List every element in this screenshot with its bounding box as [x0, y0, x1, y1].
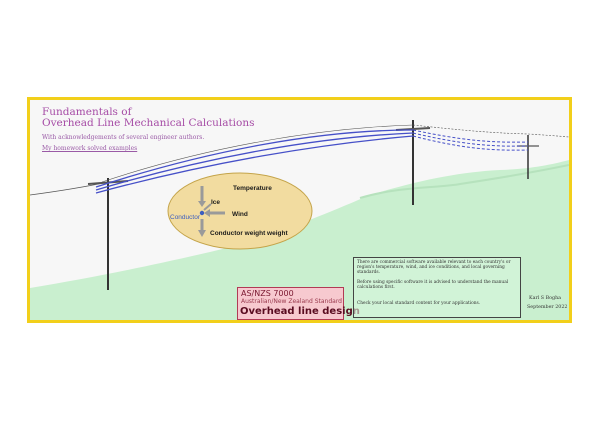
wind-label: Wind — [232, 211, 248, 218]
author-name: Karl S Bogha — [529, 296, 562, 301]
note-paragraph: Before using specific software it is adv… — [357, 280, 509, 290]
conductor-weight-label: Conductor weight weight — [210, 230, 288, 237]
hill-highlight — [359, 164, 569, 199]
conductor-line — [95, 135, 414, 194]
acknowledgement-text: With acknowledgements of several enginee… — [42, 134, 205, 141]
note-paragraph: There are commercial software available … — [357, 260, 511, 275]
slide-frame: Fundamentals of Overhead Line Mechanical… — [27, 97, 572, 323]
conductor-label: Conductor — [170, 214, 200, 221]
ice-arrow — [203, 203, 212, 211]
standard-box: AS/NZS 7000 Australian/New Zealand Stand… — [237, 287, 360, 320]
standard-code: AS/NZS 7000 — [241, 289, 294, 298]
conductor-line — [101, 124, 414, 183]
temperature-label: Temperature — [233, 185, 272, 192]
conductor-dot — [199, 210, 205, 216]
standard-title: Overhead line design — [240, 306, 360, 317]
slide-title-line2: Overhead Line Mechanical Calculations — [42, 117, 255, 129]
note-paragraph: Check your local standard content for yo… — [357, 301, 481, 306]
homework-link[interactable]: My homework solved examples — [42, 145, 138, 152]
presentation-date: September 2022 — [527, 305, 568, 310]
conductor-line — [412, 135, 529, 151]
conductor-line — [412, 129, 529, 143]
conductor-line — [412, 124, 529, 135]
standard-name: Australian/New Zealand Standard — [241, 298, 342, 305]
ice-label: Ice — [211, 199, 221, 206]
conductor-line — [95, 129, 414, 188]
conductor-line — [95, 132, 414, 191]
slide-title-line1: Fundamentals of — [42, 106, 132, 118]
conductor-line — [412, 132, 529, 147]
software-note-box: There are commercial software available … — [353, 257, 521, 318]
conductor-line — [30, 181, 109, 196]
conductor-line — [527, 133, 569, 138]
